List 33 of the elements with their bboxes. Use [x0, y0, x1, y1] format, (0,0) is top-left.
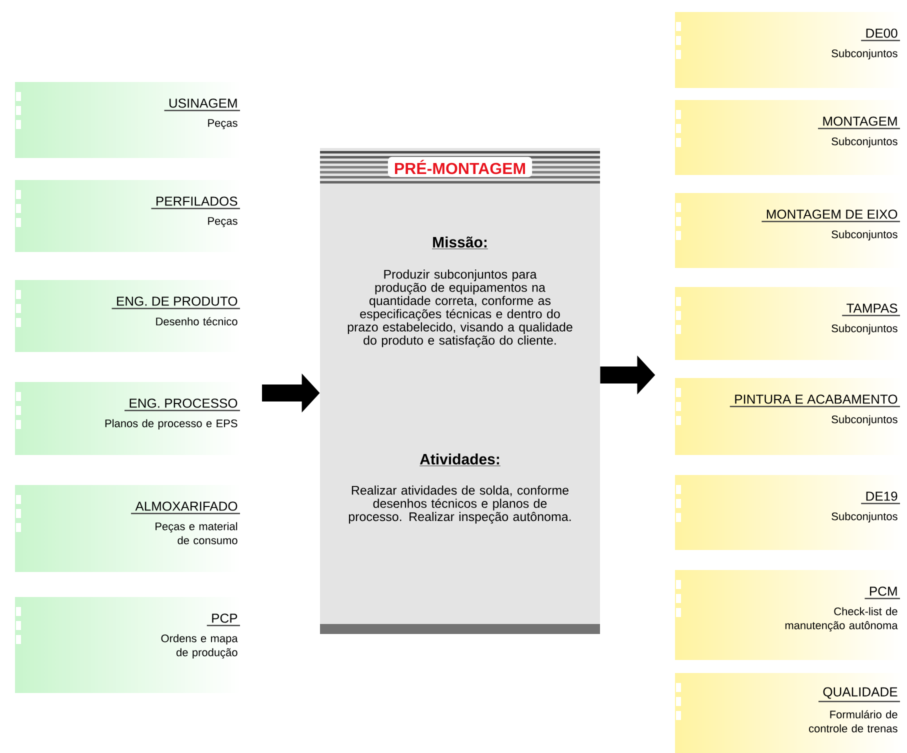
description-text: Ordens e mapa de produção: [161, 634, 238, 658]
activities-text: Realizar atividades de solda, conforme desenhos técnicos e planos de processo. Realizar inspeção autônoma.: [348, 486, 571, 524]
section-heading: PCM: [864, 586, 900, 600]
section-heading: MONTAGEM DE EIXO: [762, 210, 900, 222]
description-text: Check-list de manutenção autônoma: [785, 607, 898, 632]
title-banner: PRÉ-MONTAGEM: [388, 156, 532, 178]
mission-text: Produzir subconjuntos para produção de equipamentos na quantidade correta, conforme as especificações técnicas e dentro do prazo estabelecido, visando a qualidade do produto e satisfação do cliente.: [348, 270, 572, 348]
description-text: Subconjuntos: [832, 324, 898, 334]
description-text: Peças e material de consumo: [156, 522, 238, 544]
section-heading: QUALIDADE: [818, 687, 900, 702]
section-heading: Missão:: [432, 236, 488, 250]
description-text: Subconjuntos: [832, 415, 898, 426]
description-text: Peças: [208, 119, 238, 130]
description-text: Subconjuntos: [832, 137, 898, 148]
section-heading: DE19: [861, 492, 900, 504]
section-heading: PINTURA E ACABAMENTO: [730, 394, 900, 408]
section-heading: ENG. DE PRODUTO: [112, 296, 240, 310]
section-heading: ALMOXARIFADO: [131, 502, 240, 514]
section-heading: ENG. PROCESSO: [124, 398, 240, 412]
section-heading: MONTAGEM: [818, 116, 900, 130]
section-heading: DE00: [861, 28, 900, 42]
section-heading: USINAGEM: [164, 98, 240, 112]
description-text: Peças: [208, 217, 238, 228]
description-text: Planos de processo e EPS: [105, 419, 238, 430]
section-heading: PERFILADOS: [151, 196, 240, 210]
description-text: Formulário de controle de trenas: [809, 710, 898, 732]
description-text: Subconjuntos: [832, 49, 898, 60]
description-text: Subconjuntos: [832, 512, 898, 522]
section-heading: TAMPAS: [842, 304, 900, 316]
description-text: Desenho técnico: [156, 317, 238, 326]
description-text: Subconjuntos: [832, 230, 898, 240]
section-heading: Atividades:: [419, 454, 501, 466]
section-heading: PCP: [206, 614, 240, 626]
